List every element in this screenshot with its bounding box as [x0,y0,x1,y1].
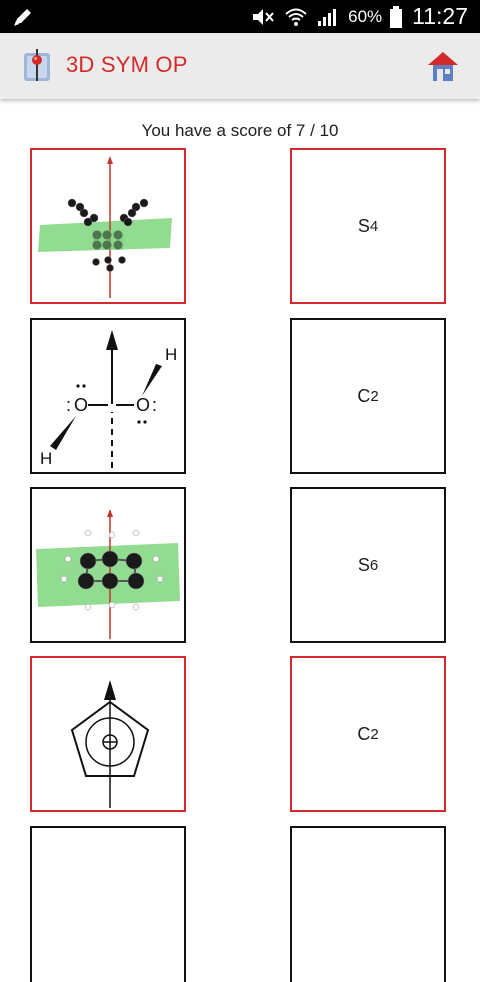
status-bar: 60% 11:27 [0,0,480,33]
molecule-image-card[interactable] [30,148,186,304]
app-bar: 3D SYM OP [0,33,480,99]
signal-icon [318,8,337,26]
svg-text:H: H [165,345,177,364]
app-logo-icon [24,49,50,81]
lewis-structure-image: : O O : H H [40,330,177,468]
pen-icon [14,9,31,26]
clock: 11:27 [412,3,468,29]
svg-text:O: O [74,395,88,415]
score-text: You have a score of 7 / 10 [141,121,339,140]
molecule-image-card[interactable] [30,826,186,982]
wifi-icon [285,8,307,26]
home-icon[interactable] [426,49,460,83]
app-title: 3D SYM OP [66,52,188,77]
molecule-image-card[interactable]: : O O : H H [30,318,186,474]
pentagon-projection-image [70,680,150,808]
cyclohexane-image [36,509,180,639]
svg-text:O: O [136,395,150,415]
molecule-image-card[interactable] [30,656,186,812]
staggered-molecule-image [38,156,172,298]
svg-text:H: H [40,449,52,468]
molecule-image-card[interactable] [30,487,186,643]
svg-text::: : [66,395,71,415]
battery-icon [390,5,403,28]
operation-card[interactable] [290,826,446,982]
mute-icon [253,8,274,25]
battery-percent: 60% [348,6,383,26]
svg-text::: : [152,395,157,415]
